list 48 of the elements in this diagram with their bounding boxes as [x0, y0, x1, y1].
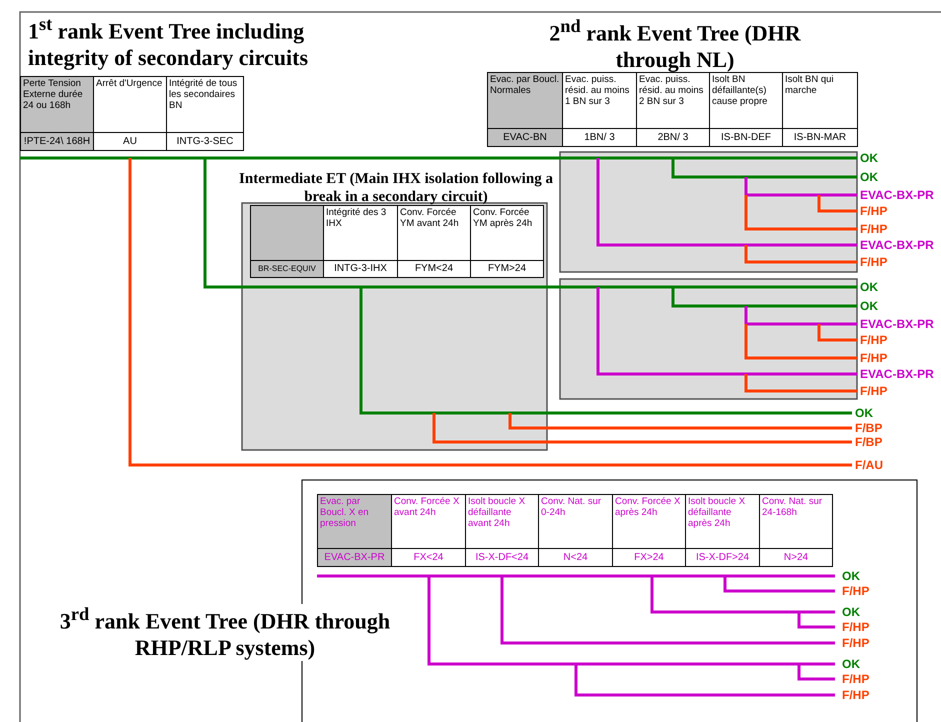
- outcome-label: OK: [855, 406, 873, 420]
- table-cell: BR-SEC-EQUIV: [250, 260, 324, 278]
- outcome-label: OK: [842, 605, 860, 619]
- outcome-label: EVAC-BX-PR: [860, 188, 934, 202]
- outcome-label: OK: [842, 657, 860, 671]
- table-cell: Intégrité des 3 IHX: [323, 205, 398, 261]
- outcome-label: F/HP: [842, 620, 870, 634]
- outcome-label: OK: [860, 151, 878, 165]
- table-cell: Intégrité de tous les secondaires BN: [166, 76, 244, 133]
- table-cell: FYM>24: [470, 260, 544, 278]
- table-cell: Conv. Nat. sur 24-168h: [759, 494, 833, 549]
- table-cell: Conv. Forcée YM après 24h: [470, 205, 544, 261]
- heading: 2$^{nd}$ rank Event Tree (DHR through NL): [548, 16, 802, 74]
- table-cell: EVAC-BX-PR: [317, 548, 392, 567]
- table-cell: FYM<24: [397, 260, 471, 278]
- table-cell: Evac. par Boucl. X en pression: [317, 494, 392, 549]
- outcome-label: OK: [860, 170, 878, 184]
- outcome-label: F/HP: [842, 636, 870, 650]
- table-cell: INTG-3-IHX: [323, 260, 398, 278]
- table-cell: Conv. Forcée YM avant 24h: [397, 205, 471, 261]
- heading: Intermediate ET (Main IHX isolation following a break in a secondary circuit): [238, 170, 554, 206]
- outcome-label: F/AU: [855, 458, 883, 472]
- table-cell: Evac. par Boucl. Normales: [487, 72, 563, 129]
- outcome-label: EVAC-BX-PR: [860, 367, 934, 381]
- outcome-label: F/HP: [860, 384, 888, 398]
- table-cell: N>24: [759, 548, 833, 567]
- outcome-label: F/HP: [842, 584, 870, 598]
- outcome-label: F/HP: [860, 333, 888, 347]
- table-cell: Perte Tension Externe durée 24 ou 168h: [20, 76, 94, 133]
- outcome-label: F/HP: [860, 351, 888, 365]
- outcome-label: OK: [842, 569, 860, 583]
- outcome-label: F/HP: [860, 222, 888, 236]
- outcome-label: F/HP: [860, 255, 888, 269]
- table-cell: !PTE-24\ 168H: [20, 132, 94, 151]
- outcome-label: OK: [860, 299, 878, 313]
- outcome-label: OK: [860, 280, 878, 294]
- outcome-label: F/HP: [842, 688, 870, 702]
- outcome-label: EVAC-BX-PR: [860, 238, 934, 252]
- heading: 1$^{st}$ rank Event Tree including integrity of secondary circuits: [28, 14, 310, 72]
- table-cell: EVAC-BN: [487, 128, 563, 147]
- outcome-label: F/BP: [855, 421, 882, 435]
- outcome-label: F/BP: [855, 435, 882, 449]
- table-cell: IS-BN-MAR: [782, 128, 858, 147]
- outcome-label: F/HP: [842, 672, 870, 686]
- outcome-label: EVAC-BX-PR: [860, 317, 934, 331]
- outcome-label: F/HP: [860, 204, 888, 218]
- table-cell: Isolt BN qui marche: [782, 72, 858, 129]
- table-cell: INTG-3-SEC: [166, 132, 244, 151]
